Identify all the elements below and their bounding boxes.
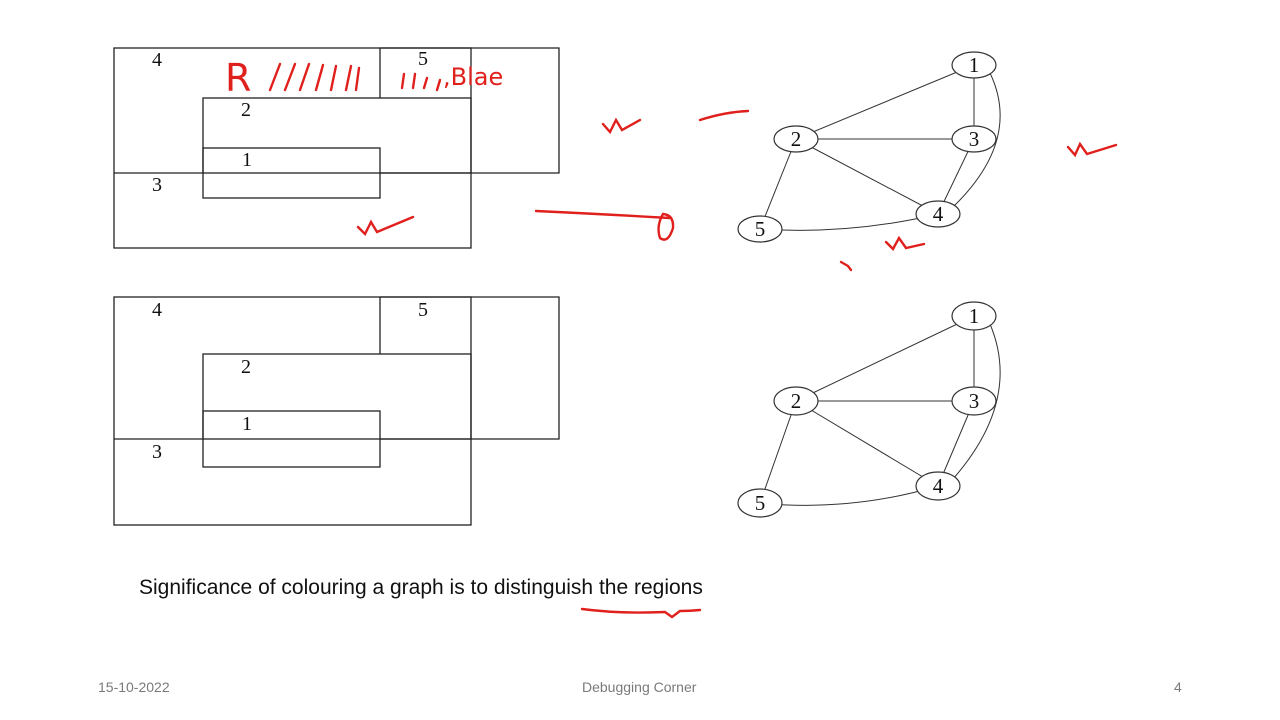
hatch-marks-region5 [400,72,442,92]
graph-bottom-node-1 [951,301,997,331]
graph-bottom-edges [759,315,1001,506]
graph-top-node-3 [951,125,997,153]
edge-5-4 [759,213,939,231]
check-mark-3 [356,215,415,237]
graph-bottom-node-2-label: 2 [791,389,802,413]
blue-colour-label: ,Blae [443,63,503,91]
small-tick-mark [839,260,853,272]
graph-bottom-nodes [737,301,997,518]
map-bottom-region5-border [380,296,560,440]
graph-bottom-node-5-label: 5 [755,491,766,515]
graph-bottom-node-3 [951,386,997,416]
graph-top-node-5 [737,215,783,243]
edge-2-4 [795,138,939,215]
graph-top-node-5-label: 5 [755,217,766,241]
hatch-marks-region4 [268,62,361,92]
edge-b-2-4 [795,400,939,487]
graph-top-node-3-label: 3 [969,127,980,151]
map-top-label-1: 1 [242,149,252,171]
graph-bottom-node-5 [737,488,783,518]
graph-bottom-node-4-label: 4 [933,474,944,498]
edge-b-5-4 [759,485,939,506]
graph-top-node-1-label: 1 [969,53,980,77]
footer-page-number: 4 [1174,679,1182,695]
graph-top-node-1 [951,51,997,79]
graph-bottom-node-1-label: 1 [969,304,980,328]
map-top-label-3: 3 [152,174,162,196]
graph-top-node-2 [773,125,819,153]
check-mark-4 [884,235,926,251]
graph-top-node-4-label: 4 [933,202,944,226]
arrow-line [534,209,672,220]
dash-mark [698,109,750,122]
map-top-region2-border [202,97,472,174]
check-mark-2 [1066,141,1118,158]
edge-1-4 [952,72,1001,208]
red-annotations [268,62,1118,619]
graph-bottom-node-3-label: 3 [969,389,980,413]
edge-b-1-4 [952,323,1001,480]
map-bottom-label-4: 4 [152,299,162,321]
slide-caption: Significance of colouring a graph is to … [139,576,703,599]
map-bottom [113,296,560,526]
red-letter-label: R [225,56,251,100]
map-top-label-5: 5 [418,48,428,70]
graph-top-node-2-label: 2 [791,127,802,151]
edge-b-3-4 [937,400,975,487]
map-bottom-label-3: 3 [152,441,162,463]
map-bottom-region2-border [202,353,472,440]
footer-title: Debugging Corner [582,679,697,695]
graph-top-node-4 [915,200,961,228]
map-bottom-label-1: 1 [242,413,252,435]
check-mark-1 [601,117,642,135]
graph-bottom-node-2 [773,386,819,416]
edge-2-5 [759,138,797,230]
map-top-label-2: 2 [241,99,251,121]
circled-end-mark [657,212,675,241]
map-top-region5-border [380,47,560,174]
edge-2-1 [795,64,975,140]
underline-mark [580,607,702,619]
map-bottom-label-5: 5 [418,299,428,321]
map-top [113,47,560,249]
map-top-label-4: 4 [152,49,162,71]
edge-b-2-5 [759,400,797,504]
graph-top-nodes [737,51,997,243]
map-bottom-label-2: 2 [241,356,251,378]
edge-b-2-1 [795,315,975,402]
footer-date: 15-10-2022 [98,679,170,695]
graph-bottom-node-4 [915,471,961,501]
